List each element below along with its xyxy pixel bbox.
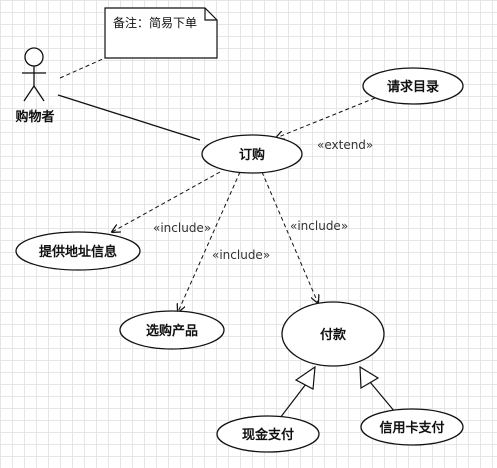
usecase-cash-payment-label: 现金支付 bbox=[242, 427, 294, 443]
include-address-label: «include» bbox=[153, 221, 211, 235]
usecase-select-product-label: 选购产品 bbox=[146, 323, 198, 339]
include-product-label: «include» bbox=[212, 248, 270, 262]
note-anchor-line bbox=[59, 57, 106, 79]
include-payment-arrow bbox=[261, 171, 318, 303]
generalization-credit-line bbox=[369, 381, 396, 413]
usecase-order-label: 订购 bbox=[239, 147, 265, 163]
usecase-credit-card-payment-label: 信用卡支付 bbox=[379, 420, 444, 436]
association-line bbox=[57, 94, 201, 141]
actor-stick-figure bbox=[22, 47, 46, 102]
usecase-credit-card-payment[interactable]: 信用卡支付 bbox=[360, 408, 464, 446]
generalization-cash-arrowhead bbox=[294, 365, 316, 390]
usecase-provide-address-label: 提供地址信息 bbox=[39, 244, 117, 260]
usecase-request-catalog[interactable]: 请求目录 bbox=[362, 67, 464, 105]
usecase-order[interactable]: 订购 bbox=[201, 134, 303, 174]
usecase-payment[interactable]: 付款 bbox=[281, 301, 385, 367]
generalization-credit-arrowhead bbox=[359, 365, 380, 390]
usecase-select-product[interactable]: 选购产品 bbox=[119, 310, 225, 350]
usecase-cash-payment[interactable]: 现金支付 bbox=[216, 415, 320, 453]
usecase-payment-label: 付款 bbox=[320, 327, 347, 343]
note-box bbox=[104, 7, 218, 59]
include-payment-label: «include» bbox=[290, 219, 348, 233]
extend-arrow bbox=[276, 97, 376, 138]
usecase-provide-address[interactable]: 提供地址信息 bbox=[15, 231, 141, 271]
generalization-cash-line bbox=[279, 383, 307, 419]
extend-label: «extend» bbox=[317, 138, 373, 152]
actor-label: 购物者 bbox=[15, 109, 54, 125]
note-text: 备注：简易下单 bbox=[113, 15, 197, 30]
include-product-arrow bbox=[178, 171, 241, 312]
usecase-request-catalog-label: 请求目录 bbox=[387, 79, 439, 95]
